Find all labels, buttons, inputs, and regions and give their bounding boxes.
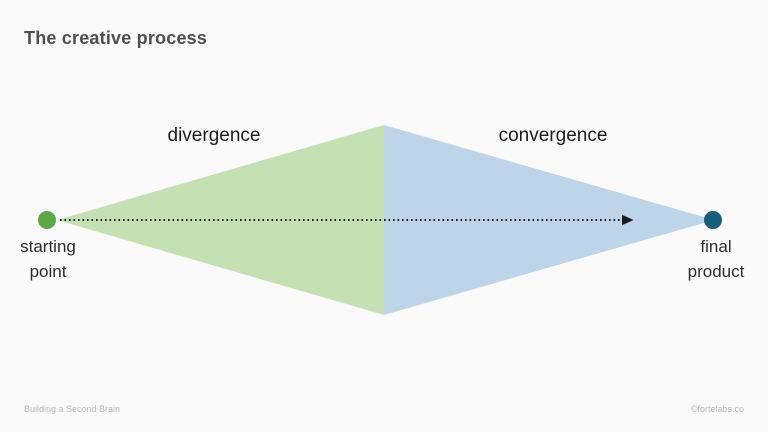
process-arrow-head	[622, 214, 634, 226]
starting-point-label: starting point	[1, 234, 95, 284]
convergence-label: convergence	[498, 125, 608, 146]
footer-book-title: Building a Second Brain	[24, 404, 121, 414]
divergence-shape	[57, 125, 384, 315]
starting-point-label-line1: starting	[20, 237, 76, 256]
final-product-label: final product	[669, 234, 763, 284]
convergence-shape	[384, 125, 714, 315]
final-product-dot	[704, 211, 722, 229]
final-product-label-line1: final	[700, 237, 732, 256]
footer-copyright: ©fortelabs.co	[690, 404, 744, 414]
divergence-label: divergence	[167, 125, 261, 146]
starting-point-dot	[38, 211, 56, 229]
final-product-label-line2: product	[687, 262, 745, 281]
page-title: The creative process	[24, 28, 208, 48]
starting-point-label-line2: point	[29, 262, 67, 281]
